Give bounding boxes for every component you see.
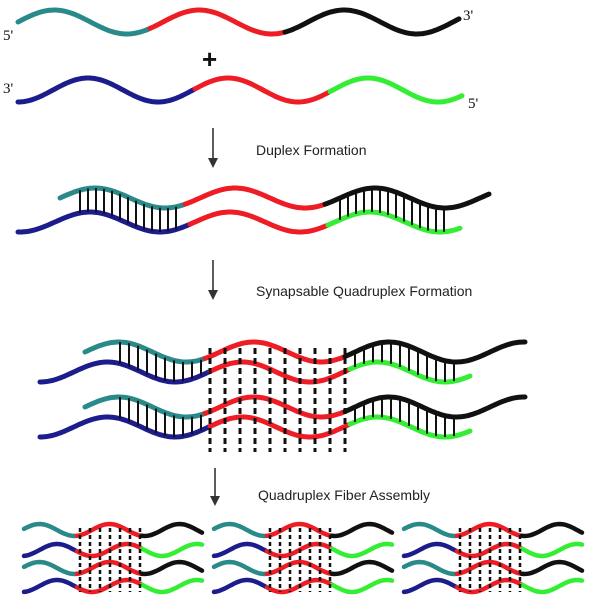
duplex-bottom-red [187,209,331,235]
top-strand-left-label: 5' [3,28,14,44]
fiber-strand [329,541,395,559]
fiber-strand [211,577,269,595]
fiber-strand [401,541,459,559]
arrow-1 [208,128,218,168]
quad-upper-top-teal [82,339,208,365]
quad-lower-bottom-green [347,414,473,440]
fiber-strand [211,559,269,577]
fiber-strand [21,559,79,577]
fiber-strand [139,559,205,577]
duplex-top-red [182,185,328,211]
quad-upper-top-black [342,339,528,365]
fiber-strand [401,577,459,595]
fiber-strand [21,521,79,539]
quad-lower-top-teal [82,394,208,420]
quad-lower-top-black [342,394,528,420]
fiber-strand [74,559,144,577]
strand-top-black [282,7,462,37]
arrow-2 [208,260,218,300]
strand-top-red [147,7,287,37]
fiber-strand [139,541,205,559]
strand-bottom-green [327,75,465,105]
strand-top-teal [15,7,153,37]
fiber-strand [519,541,585,559]
bottom-strand-left-label: 3' [3,81,14,97]
fiber-strand [211,521,269,539]
fiber-strand [519,559,585,577]
duplex-bottom-navy [15,209,193,235]
fiber-strand [329,559,395,577]
top-strand-right-label: 3' [463,8,474,24]
step-label-duplex: Duplex Formation [256,142,367,158]
quad-lower-top-red [202,394,348,420]
fiber-strand [519,521,585,539]
fiber-strand [139,577,205,595]
duplex-bottom-green [325,209,463,235]
fiber-strand [264,559,334,577]
fiber-strand [454,559,524,577]
rung-layer [78,188,522,592]
fiber-strand [329,521,395,539]
bottom-strand-right-label: 5' [468,96,479,112]
duplex-top-teal [57,185,187,211]
strand-layer [15,7,585,595]
fiber-strand [21,541,79,559]
quad-upper-bottom-red [207,359,353,385]
quad-upper-top-red [202,339,348,365]
strand-bottom-red [192,75,332,105]
strand-bottom-navy [15,75,197,105]
quad-upper-bottom-green [347,359,473,385]
fiber-strand [401,521,459,539]
arrow-3 [210,468,220,506]
step-label-fiber: Quadruplex Fiber Assembly [258,487,430,503]
quad-lower-bottom-navy [37,414,213,440]
step-label-synapsable: Synapsable Quadruplex Formation [256,283,472,299]
fiber-strand [139,521,205,539]
fiber-strand [401,559,459,577]
fiber-strand [329,577,395,595]
quad-upper-bottom-navy [37,359,213,385]
fiber-strand [211,541,269,559]
quad-lower-bottom-red [207,414,353,440]
fiber-strand [519,577,585,595]
plus-sign: + [202,44,217,74]
duplex-top-black [322,185,492,211]
fiber-strand [21,577,79,595]
